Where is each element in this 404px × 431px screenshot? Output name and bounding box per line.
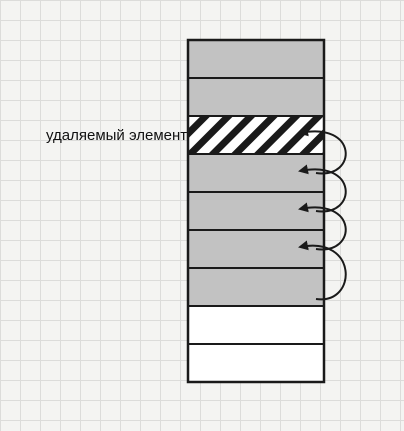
filled-cell — [187, 39, 325, 79]
removed-element-label: удаляемый элемент — [46, 127, 188, 144]
empty-cell — [187, 305, 325, 345]
shift-arrows — [298, 126, 347, 301]
filled-cell — [187, 191, 325, 231]
filled-cell — [187, 153, 325, 193]
shift-arrow — [298, 240, 347, 301]
filled-cell — [187, 267, 325, 307]
array-cells — [186, 38, 326, 384]
shift-arrow — [298, 126, 347, 175]
filled-cell — [187, 77, 325, 117]
removed-cell — [187, 115, 325, 155]
filled-cell — [187, 229, 325, 269]
shift-arrow — [298, 164, 347, 213]
empty-cell — [187, 343, 325, 383]
